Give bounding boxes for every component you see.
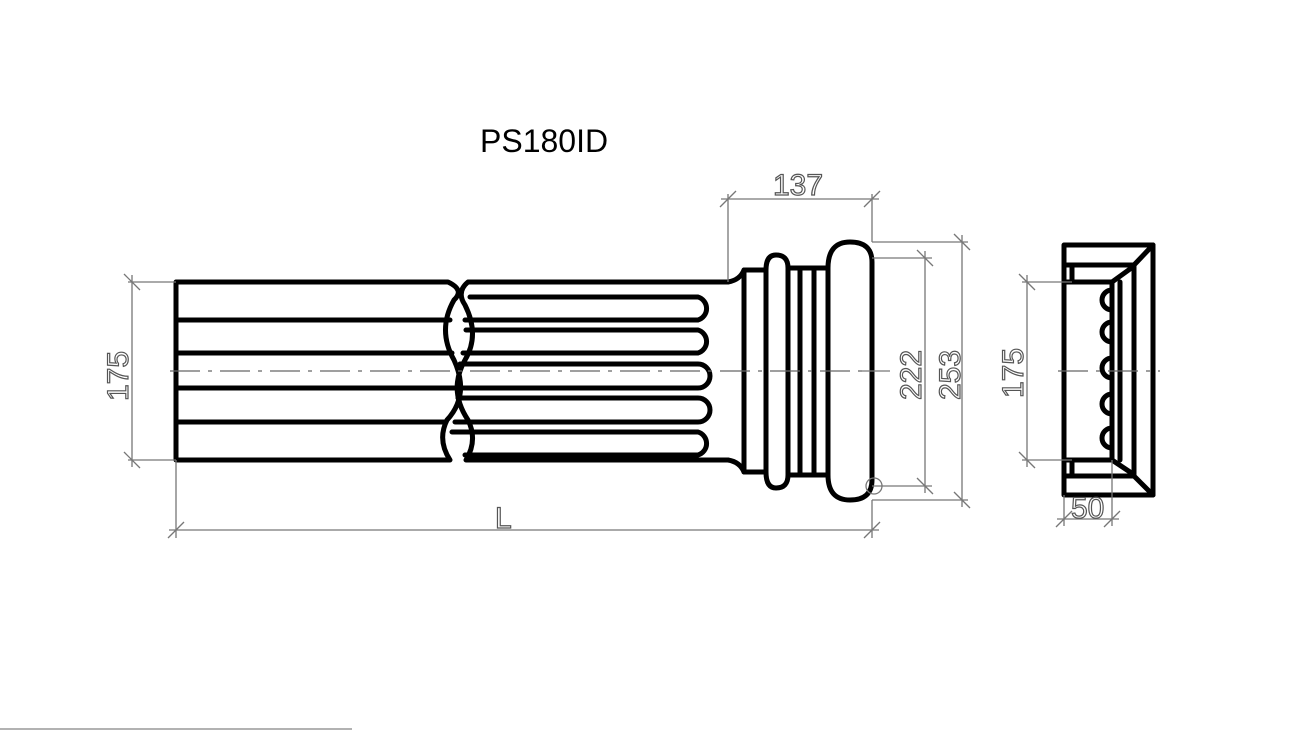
- drawing-title: PS180ID: [480, 123, 608, 159]
- dim-label-50: 50: [1071, 492, 1104, 525]
- dim-label-175: 175: [102, 351, 135, 401]
- dim-length: L: [167, 460, 881, 539]
- dim-shaft-height: 175: [101, 273, 176, 469]
- dim-section-height: 175: [996, 273, 1072, 469]
- column-shaft-right: [449, 279, 731, 463]
- dim-outer-height: 253: [872, 233, 971, 509]
- dim-label-length: L: [495, 502, 512, 535]
- dim-label-137: 137: [773, 169, 823, 202]
- dim-capital-width: 137: [719, 168, 881, 282]
- column-shaft-left: [173, 279, 464, 463]
- section-flutes: [1099, 287, 1115, 451]
- flutes: [449, 294, 713, 458]
- capital-moulding: [725, 239, 875, 503]
- cross-section: [1061, 242, 1156, 498]
- dim-label-253: 253: [934, 350, 967, 400]
- dim-label-222: 222: [895, 350, 928, 400]
- dim-section-depth: 50: [1055, 460, 1121, 528]
- dim-inner-height: 222: [872, 249, 934, 495]
- center-marker: [865, 477, 883, 495]
- dim-label-section-175: 175: [997, 348, 1030, 398]
